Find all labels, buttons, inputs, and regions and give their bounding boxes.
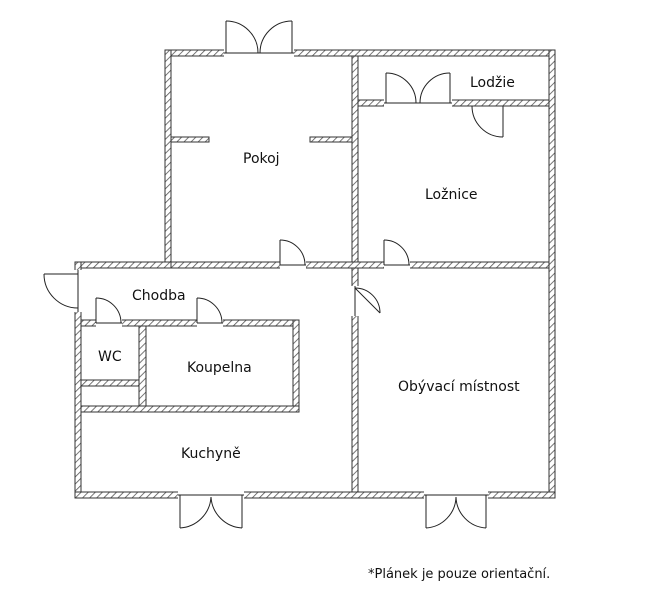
room-label-wc: WC bbox=[98, 349, 122, 365]
wall-vertical-middle bbox=[351, 55, 359, 493]
lodzie-double-door-icon bbox=[385, 72, 451, 104]
wall-left-upper bbox=[164, 49, 172, 269]
obyvaci-double-door-icon bbox=[425, 495, 487, 529]
pokoj-door-icon bbox=[279, 239, 306, 266]
room-label-lodzie: Lodžie bbox=[470, 75, 515, 91]
room-label-kuchyne: Kuchyně bbox=[181, 446, 241, 462]
wall-bottom bbox=[74, 491, 556, 499]
wall-lodzie-bottom bbox=[357, 99, 550, 107]
wc-door-icon bbox=[95, 297, 122, 324]
wall-pokoj-stub-left bbox=[170, 136, 210, 143]
room-label-koupelna: Koupelna bbox=[187, 360, 252, 376]
room-label-pokoj: Pokoj bbox=[243, 151, 280, 167]
loznice-door-icon bbox=[471, 105, 504, 138]
wall-block-bottom bbox=[80, 405, 300, 413]
openings bbox=[43, 20, 504, 529]
room-label-obyvaci: Obývací místnost bbox=[398, 379, 520, 395]
wall-wc-koupelna bbox=[138, 325, 147, 407]
koupelna-door-icon bbox=[196, 297, 223, 324]
wall-pokoj-stub-right bbox=[309, 136, 353, 143]
room-labels: Pokoj Lodžie Ložnice Chodba WC Koupelna … bbox=[98, 75, 520, 462]
wall-mid-horizontal bbox=[170, 261, 550, 269]
entrance-door-icon bbox=[43, 273, 79, 309]
wall-top-upper bbox=[164, 49, 556, 57]
wall-wc-bottom bbox=[80, 379, 140, 387]
room-label-loznice: Ložnice bbox=[425, 187, 478, 203]
room-label-chodba: Chodba bbox=[132, 288, 186, 304]
disclaimer-note: *Plánek je pouze orientační. bbox=[368, 567, 551, 582]
wall-block-right bbox=[292, 319, 300, 413]
wall-right bbox=[548, 49, 556, 499]
loznice-bottom-door-icon bbox=[383, 239, 410, 266]
kuchyne-double-door-icon bbox=[179, 495, 243, 529]
top-double-door-icon bbox=[225, 20, 293, 54]
obyvaci-door-icon bbox=[354, 287, 381, 314]
wall-top-lower-left bbox=[74, 261, 172, 269]
walls bbox=[74, 49, 556, 499]
